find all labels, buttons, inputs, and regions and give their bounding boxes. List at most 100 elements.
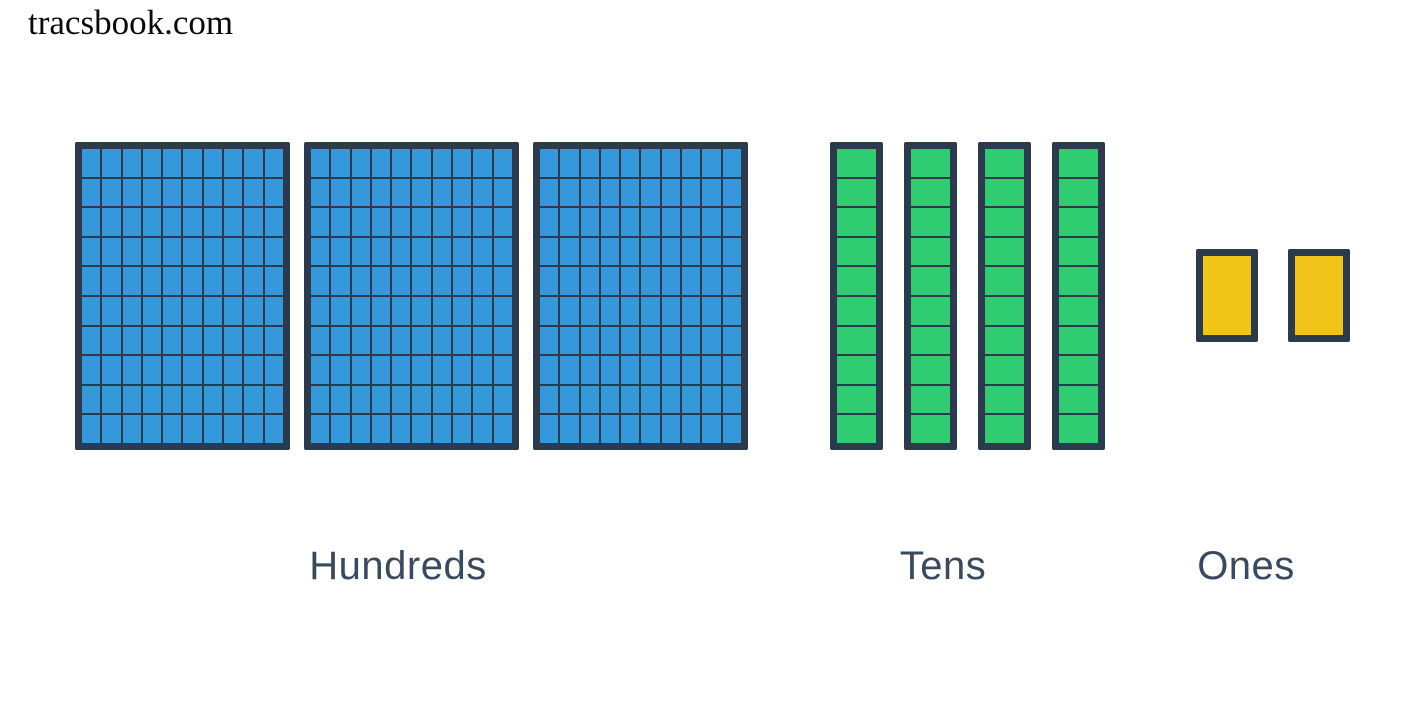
hundreds-cell	[203, 149, 223, 177]
hundreds-cell	[641, 178, 660, 207]
hundreds-cell	[264, 297, 283, 325]
hundreds-cell	[540, 208, 559, 236]
hundreds-cell	[641, 356, 660, 384]
tens-cell	[1059, 208, 1098, 236]
hundreds-cell	[412, 149, 431, 177]
hundreds-cell	[412, 326, 431, 355]
hundreds-cell	[163, 385, 182, 414]
hundreds-cell	[203, 326, 223, 355]
hundreds-cell	[580, 178, 599, 207]
hundreds-cell	[183, 149, 202, 177]
tens-cell	[911, 356, 950, 384]
tens-cell	[985, 297, 1024, 325]
hundreds-cell	[641, 385, 660, 414]
hundreds-block	[304, 142, 519, 450]
tens-cell	[1059, 297, 1098, 325]
hundreds-cell	[331, 237, 350, 266]
hundreds-cell	[244, 237, 263, 266]
hundreds-cell	[493, 326, 512, 355]
hundreds-cell	[122, 267, 141, 295]
hundreds-cell	[203, 237, 223, 266]
hundreds-cell	[702, 149, 721, 177]
tens-cell	[985, 149, 1024, 177]
tens-block	[904, 142, 957, 450]
tens-group	[830, 142, 1105, 450]
hundreds-cell	[473, 356, 492, 384]
hundreds-cell	[392, 267, 411, 295]
hundreds-cell	[371, 297, 391, 325]
hundreds-cell	[560, 297, 579, 325]
hundreds-cell	[453, 178, 472, 207]
tens-cell	[1059, 385, 1098, 414]
hundreds-group	[75, 142, 748, 450]
hundreds-cell	[560, 149, 579, 177]
hundreds-cell	[560, 385, 579, 414]
hundreds-cell	[163, 149, 182, 177]
hundreds-cell	[82, 385, 101, 414]
hundreds-cell	[203, 356, 223, 384]
hundreds-cell	[600, 385, 620, 414]
hundreds-cell	[163, 267, 182, 295]
hundreds-cell	[412, 237, 431, 266]
tens-block	[978, 142, 1031, 450]
hundreds-cell	[102, 297, 121, 325]
hundreds-cell	[331, 178, 350, 207]
hundreds-cell	[600, 356, 620, 384]
hundreds-cell	[264, 237, 283, 266]
hundreds-cell	[540, 356, 559, 384]
hundreds-cell	[432, 267, 452, 295]
hundreds-cell	[432, 178, 452, 207]
hundreds-cell	[142, 356, 162, 384]
hundreds-cell	[473, 237, 492, 266]
tens-cell	[911, 297, 950, 325]
tens-cell	[985, 178, 1024, 207]
tens-cell	[1059, 178, 1098, 207]
hundreds-cell	[82, 356, 101, 384]
hundreds-cell	[331, 356, 350, 384]
tens-cell	[837, 208, 876, 236]
hundreds-cell	[371, 326, 391, 355]
hundreds-cell	[392, 178, 411, 207]
hundreds-cell	[183, 326, 202, 355]
tens-cell	[911, 415, 950, 443]
hundreds-cell	[122, 415, 141, 443]
tens-cell	[837, 178, 876, 207]
hundreds-cell	[351, 208, 370, 236]
hundreds-cell	[371, 237, 391, 266]
hundreds-cell	[163, 326, 182, 355]
tens-cell	[837, 297, 876, 325]
hundreds-cell	[351, 237, 370, 266]
hundreds-cell	[102, 208, 121, 236]
hundreds-cell	[621, 356, 640, 384]
hundreds-cell	[122, 208, 141, 236]
hundreds-cell	[682, 326, 701, 355]
hundreds-cell	[641, 267, 660, 295]
ones-cell	[1203, 256, 1251, 335]
hundreds-cell	[244, 178, 263, 207]
hundreds-cell	[224, 178, 243, 207]
tens-cell	[837, 415, 876, 443]
hundreds-block	[533, 142, 748, 450]
hundreds-cell	[722, 267, 741, 295]
hundreds-cell	[600, 297, 620, 325]
hundreds-cell	[453, 356, 472, 384]
hundreds-cell	[702, 385, 721, 414]
hundreds-cell	[331, 415, 350, 443]
hundreds-cell	[661, 237, 681, 266]
hundreds-cell	[311, 178, 330, 207]
hundreds-cell	[432, 208, 452, 236]
hundreds-cell	[183, 415, 202, 443]
hundreds-cell	[203, 267, 223, 295]
hundreds-cell	[102, 356, 121, 384]
tens-block	[830, 142, 883, 450]
hundreds-cell	[351, 149, 370, 177]
hundreds-cell	[351, 415, 370, 443]
hundreds-cell	[432, 237, 452, 266]
hundreds-cell	[473, 297, 492, 325]
tens-cell	[1059, 237, 1098, 266]
hundreds-cell	[722, 297, 741, 325]
tens-label: Tens	[899, 544, 987, 588]
tens-cell	[911, 149, 950, 177]
hundreds-cell	[311, 267, 330, 295]
tens-block	[1052, 142, 1105, 450]
